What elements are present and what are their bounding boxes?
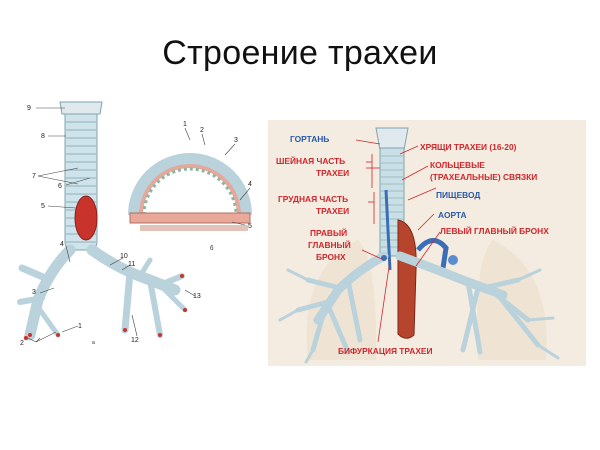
num-cs-5: 5 — [248, 223, 252, 230]
num-5: 5 — [41, 203, 45, 210]
callout-numbers: 9 8 7 6 5 4 3 2 1 10 11 12 13 1 2 3 4 5 … — [20, 105, 252, 347]
num-9: 9 — [27, 105, 31, 112]
trachea-illustration-right: ГОРТАНЬ ХРЯЩИ ТРАХЕИ (16-20) ШЕЙНАЯ ЧАСТ… — [268, 120, 586, 366]
adventitia — [140, 225, 248, 231]
left-lung-shadow — [477, 240, 547, 360]
label-thoracic-2: ТРАХЕИ — [316, 206, 349, 216]
label-cartilage: ХРЯЩИ ТРАХЕИ (16-20) — [420, 142, 517, 152]
num-cs-1: 1 — [183, 121, 187, 128]
trachea-drawing: 9 8 7 6 5 4 3 2 1 10 11 12 13 1 2 3 4 5 … — [17, 101, 252, 347]
branch — [17, 295, 45, 305]
slide-title: Строение трахеи — [162, 34, 438, 72]
callout-lines — [27, 107, 251, 343]
label-annular-1: КОЛЬЦЕВЫЕ — [430, 160, 485, 170]
labeled-trachea-drawing: ГОРТАНЬ ХРЯЩИ ТРАХЕИ (16-20) ШЕЙНАЯ ЧАСТ… — [268, 120, 586, 366]
pointer-lines — [355, 139, 441, 343]
branch — [137, 257, 153, 279]
esophagus — [397, 219, 417, 339]
num-8: 8 — [41, 133, 45, 140]
bronchial-tree — [278, 251, 560, 364]
label-bifurcation: БИФУРКАЦИЯ ТРАХЕИ — [338, 346, 433, 356]
num-4: 4 — [60, 241, 64, 248]
branch — [121, 268, 134, 334]
label-esophagus: ПИЩЕВОД — [436, 190, 480, 200]
label-aorta: АОРТА — [438, 210, 467, 220]
glands-arc — [142, 167, 238, 216]
label-larynx: ГОРТАНЬ — [290, 134, 329, 144]
num-13: 13 — [193, 293, 201, 300]
cartilage-arc — [128, 153, 252, 216]
mucosa-arc — [139, 164, 241, 216]
num-3: 3 — [32, 289, 36, 296]
membranous-wall — [129, 212, 251, 224]
branch — [157, 273, 185, 288]
num-1: 1 — [78, 323, 82, 330]
num-cs-2: 2 — [200, 127, 204, 134]
label-right-bronchus-2: ГЛАВНЫЙ — [308, 239, 351, 250]
label-cervical-2: ТРАХЕИ — [316, 168, 349, 178]
vessel — [384, 189, 392, 271]
label-left-bronchus: ЛЕВЫЙ ГЛАВНЫЙ БРОНХ — [440, 225, 549, 236]
larynx — [375, 127, 409, 151]
vessel-node — [381, 255, 387, 261]
bronchus-tips — [24, 274, 187, 340]
trachea-illustration-left: 9 8 7 6 5 4 3 2 1 10 11 12 13 1 2 3 4 5 … — [10, 100, 260, 350]
label-annular-2: (ТРАХЕАЛЬНЫЕ) СВЯЗКИ — [430, 172, 537, 182]
vessel-node — [448, 255, 458, 265]
num-6: 6 — [58, 183, 62, 190]
num-10: 10 — [120, 253, 128, 260]
branch — [147, 277, 163, 338]
num-7: 7 — [32, 173, 36, 180]
num-cs-3: 3 — [234, 137, 238, 144]
muscular-window — [74, 195, 98, 241]
branch — [162, 287, 188, 313]
larynx-top — [59, 101, 103, 115]
branch — [23, 312, 39, 341]
label-right-bronchus-3: БРОНХ — [316, 252, 346, 262]
label-right-bronchus-1: ПРАВЫЙ — [310, 227, 347, 238]
branch — [18, 264, 54, 284]
caption-a: а — [92, 340, 95, 346]
num-cs-4: 4 — [248, 181, 252, 188]
label-cervical-1: ШЕЙНАЯ ЧАСТЬ — [276, 155, 345, 166]
num-2: 2 — [20, 340, 24, 347]
anatomy-labels: ГОРТАНЬ ХРЯЩИ ТРАХЕИ (16-20) ШЕЙНАЯ ЧАСТ… — [276, 134, 549, 356]
cross-section — [128, 153, 252, 231]
num-12: 12 — [131, 337, 139, 344]
num-11: 11 — [128, 261, 135, 268]
label-thoracic-1: ГРУДНАЯ ЧАСТЬ — [278, 194, 348, 204]
caption-b: б — [210, 246, 214, 252]
branch — [37, 307, 61, 338]
